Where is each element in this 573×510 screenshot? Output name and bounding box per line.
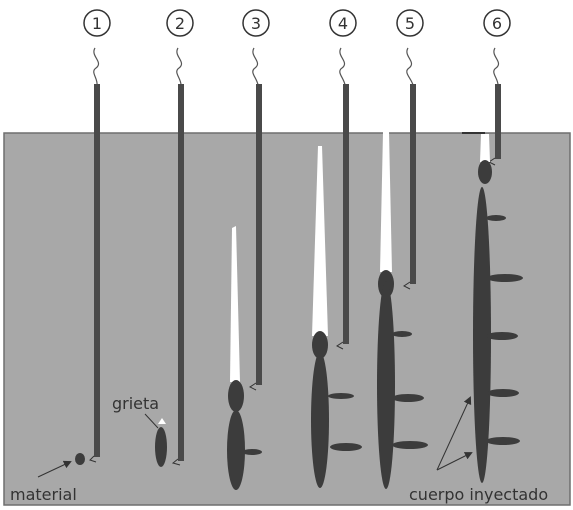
injected-body-2 — [155, 427, 167, 467]
hose-squiggles — [94, 48, 499, 85]
lateral-lens-5a — [392, 331, 412, 337]
hose-2 — [177, 48, 182, 85]
step-2-marker: 2 — [167, 10, 193, 36]
hose-1 — [94, 48, 99, 85]
lateral-lens-6b — [487, 274, 523, 282]
injection-tube-4 — [343, 84, 349, 344]
lateral-lens-6a — [486, 215, 506, 221]
injected-body-6a — [478, 160, 492, 184]
injection-tube-3 — [256, 84, 262, 385]
injected-body-5b — [377, 281, 395, 489]
lateral-lens-6d — [487, 389, 519, 397]
step-6-number: 6 — [492, 14, 502, 33]
label-material: material — [10, 485, 77, 504]
step-2-number: 2 — [175, 14, 185, 33]
lateral-lens-4b — [330, 443, 362, 451]
fracture-6 — [480, 134, 490, 162]
step-3-number: 3 — [251, 14, 261, 33]
lateral-lens-6e — [486, 437, 520, 445]
injection-tube-1 — [94, 84, 100, 457]
lateral-lens-5b — [392, 394, 424, 402]
label-injected-body: cuerpo inyectado — [409, 485, 548, 504]
step-6-marker: 6 — [484, 10, 510, 36]
injected-body-4b — [311, 352, 329, 488]
injected-body-3b — [227, 410, 245, 490]
step-5-marker: 5 — [397, 10, 423, 36]
label-crack: grieta — [112, 394, 159, 413]
lateral-lens-3 — [242, 449, 262, 455]
injected-body-3a — [228, 380, 244, 412]
injection-tube-6 — [495, 84, 501, 159]
step-3-marker: 3 — [243, 10, 269, 36]
injection-tube-2 — [178, 84, 184, 461]
injected-material-blob-1 — [75, 453, 85, 465]
step-1-number: 1 — [92, 14, 102, 33]
injection-tube-5 — [410, 84, 416, 284]
step-4-marker: 4 — [330, 10, 356, 36]
hose-5 — [407, 48, 413, 85]
hose-3 — [253, 48, 258, 85]
step-1-marker: 1 — [84, 10, 110, 36]
lateral-lens-4a — [328, 393, 354, 399]
step-4-number: 4 — [338, 14, 348, 33]
step-5-number: 5 — [405, 14, 415, 33]
hose-4 — [340, 48, 345, 85]
hose-6 — [494, 48, 499, 85]
lateral-lens-6c — [486, 332, 518, 340]
lateral-lens-5c — [392, 441, 428, 449]
